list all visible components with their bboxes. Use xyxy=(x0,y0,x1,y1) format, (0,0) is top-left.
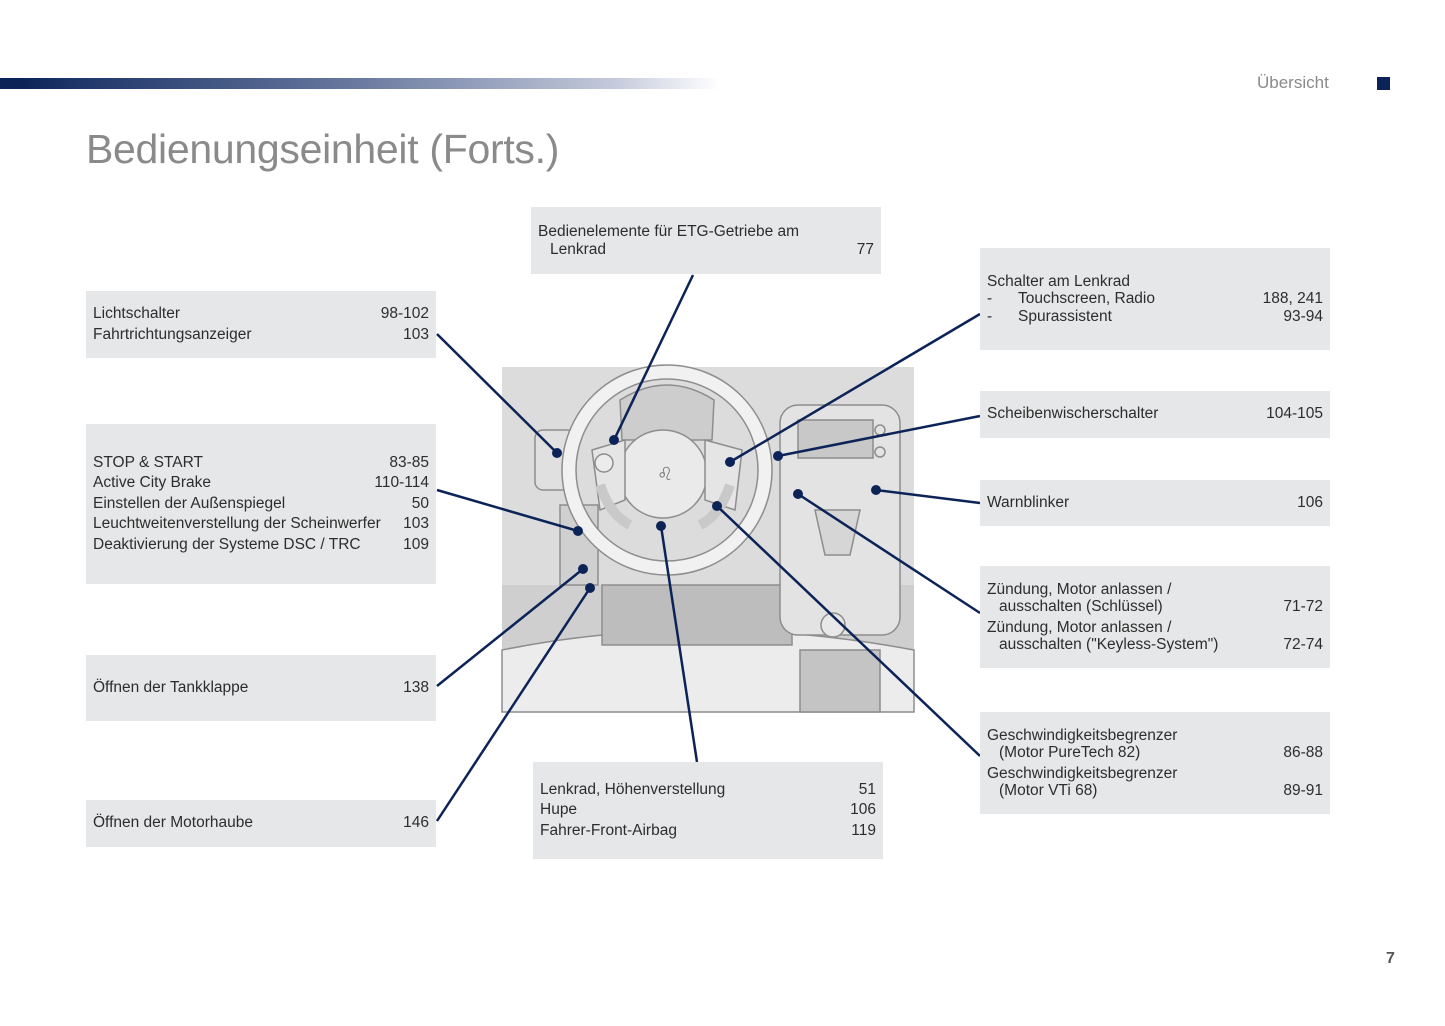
page-ref[interactable]: 71-72 xyxy=(1283,598,1323,615)
callout-light-switch: Lichtschalter 98-102 Fahrtrichtungsanzeig… xyxy=(86,291,436,358)
callout-etg-controls: Bedienelemente für ETG-Getriebe am Lenkr… xyxy=(531,207,881,274)
page-ref[interactable]: 103 xyxy=(403,325,429,343)
item-label: Fahrer-Front-Airbag xyxy=(540,821,677,839)
callout-wiper: Scheibenwischerschalter 104-105 xyxy=(980,391,1330,438)
item-label: Lenkrad, Höhenverstellung xyxy=(540,780,726,798)
item-label: Scheibenwischerschalter xyxy=(987,405,1159,423)
item-label: Spurassistent xyxy=(1018,307,1112,325)
section-marker xyxy=(1377,77,1390,90)
item-label: (Motor PureTech 82) xyxy=(999,744,1141,761)
item-label: Zündung, Motor anlassen / xyxy=(987,618,1172,636)
header-gradient-bar xyxy=(0,78,720,89)
bullet-dash: - xyxy=(987,307,993,325)
page-ref[interactable]: 138 xyxy=(403,678,429,696)
callout-dots xyxy=(552,435,881,593)
page-ref[interactable]: 106 xyxy=(850,801,876,819)
item-label: Einstellen der Außenspiegel xyxy=(93,494,286,512)
item-label: (Motor VTi 68) xyxy=(999,782,1098,799)
page-ref[interactable]: 72-74 xyxy=(1283,636,1323,653)
callout-ignition: Zündung, Motor anlassen / ausschalten (S… xyxy=(980,566,1330,668)
item-label: ausschalten (Schlüssel) xyxy=(999,598,1163,615)
item-label: Fahrtrichtungsanzeiger xyxy=(93,325,252,343)
callout-wheel-switches: Schalter am Lenkrad - Touchscreen, Radio 1… xyxy=(980,248,1330,350)
bullet-dash: - xyxy=(987,290,993,308)
item-label: Zündung, Motor anlassen / xyxy=(987,580,1172,598)
callout-steering-wheel: Lenkrad, Höhenverstellung 51 Hupe 106 Fahr… xyxy=(533,762,883,859)
item-label: Schalter am Lenkrad xyxy=(987,272,1131,290)
callout-speed-limiter: Geschwindigkeitsbegrenzer (Motor PureTec… xyxy=(980,712,1330,814)
section-label[interactable]: Übersicht xyxy=(1257,73,1329,92)
page-ref[interactable]: 83-85 xyxy=(389,453,429,471)
callout-hazard: Warnblinker 106 xyxy=(980,480,1330,526)
item-label: Öffnen der Tankklappe xyxy=(93,678,249,696)
item-label: Bedienelemente für ETG-Getriebe am xyxy=(538,223,800,240)
item-label: Geschwindigkeitsbegrenzer xyxy=(987,764,1178,782)
page-ref[interactable]: 119 xyxy=(851,821,876,839)
page-ref[interactable]: 188, 241 xyxy=(1262,290,1323,308)
page-number: 7 xyxy=(1386,950,1395,967)
page-ref[interactable]: 93-94 xyxy=(1283,307,1323,325)
page-ref[interactable]: 86-88 xyxy=(1283,744,1323,761)
item-label: Leuchtweitenverstellung der Scheinwerfer xyxy=(93,515,381,533)
callout-lines xyxy=(435,274,981,822)
callout-stop-start: STOP & START 83-85 Active City Brake 110-1… xyxy=(86,424,436,584)
item-label: Active City Brake xyxy=(93,474,212,492)
item-label: Warnblinker xyxy=(987,493,1070,511)
item-label: Lenkrad xyxy=(550,240,607,258)
callout-fuel-flap: Öffnen der Tankklappe 138 xyxy=(86,655,436,721)
page-ref[interactable]: 98-102 xyxy=(380,305,429,322)
page-ref[interactable]: 51 xyxy=(858,780,876,798)
item-label: STOP & START xyxy=(93,453,203,471)
page-ref[interactable]: 109 xyxy=(403,535,429,553)
page-ref[interactable]: 110-114 xyxy=(374,474,429,492)
item-label: Hupe xyxy=(540,801,578,819)
peugeot-logo: ♌ xyxy=(657,464,673,485)
item-label: Lichtschalter xyxy=(93,305,181,322)
page-title: Bedienungseinheit (Forts.) xyxy=(86,126,560,172)
page-ref[interactable]: 103 xyxy=(403,515,429,533)
page-ref[interactable]: 77 xyxy=(856,240,874,258)
item-label: Öffnen der Motorhaube xyxy=(93,814,253,832)
item-label: Deaktivierung der Systeme DSC / TRC xyxy=(93,535,361,553)
page-ref[interactable]: 146 xyxy=(403,814,429,832)
page-ref[interactable]: 104-105 xyxy=(1266,405,1323,423)
item-label: ausschalten ("Keyless-System") xyxy=(999,636,1219,653)
page-ref[interactable]: 106 xyxy=(1297,493,1323,511)
dashboard-drawing xyxy=(501,364,915,713)
callout-bonnet: Öffnen der Motorhaube 146 xyxy=(86,800,436,847)
page-ref[interactable]: 89-91 xyxy=(1283,782,1323,799)
item-label: Geschwindigkeitsbegrenzer xyxy=(987,726,1178,744)
item-label: Touchscreen, Radio xyxy=(1018,290,1155,308)
page-ref[interactable]: 50 xyxy=(411,494,429,512)
